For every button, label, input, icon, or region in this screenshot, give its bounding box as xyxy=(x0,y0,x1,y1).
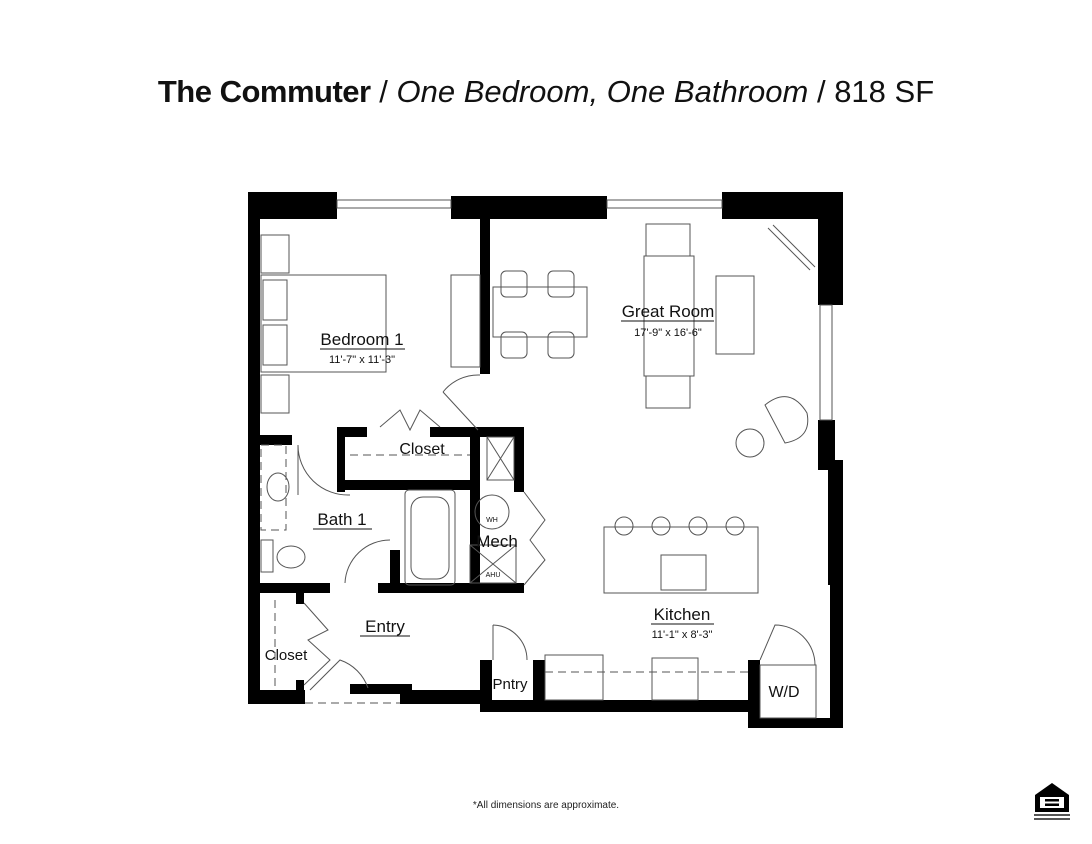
room-label-pantry: Pntry xyxy=(492,676,528,693)
furniture xyxy=(260,223,817,719)
air-handler-label: AHU xyxy=(486,572,501,579)
room-label-closet-entry: Closet xyxy=(265,647,308,664)
room-label-bedroom: Bedroom 1 xyxy=(320,330,403,349)
water-heater-label: WH xyxy=(486,517,498,524)
windows xyxy=(336,199,833,421)
plan-name: The Commuter xyxy=(157,74,371,109)
unit-area: 818 SF xyxy=(834,74,935,109)
title-separator: / xyxy=(816,74,826,109)
room-label-mech: Mech xyxy=(476,532,518,551)
equal-housing-logo-icon xyxy=(1034,783,1070,820)
walls xyxy=(248,192,843,728)
room-label-great-room: Great Room xyxy=(622,302,715,321)
room-label-bath: Bath 1 xyxy=(317,510,366,529)
dimensions-disclaimer: *All dimensions are approximate. xyxy=(472,800,620,811)
room-dims-kitchen: 11'-1" x 8'-3" xyxy=(652,629,713,641)
room-dims-bedroom: 11'-7" x 11'-3" xyxy=(329,354,395,366)
room-dims-great-room: 17'-9" x 16'-6" xyxy=(634,327,702,339)
room-label-washer-dryer: W/D xyxy=(768,684,799,701)
room-label-closet-bedroom: Closet xyxy=(399,441,445,458)
plan-title: The Commuter / One Bedroom, One Bathroom… xyxy=(0,74,1092,110)
room-labels: Bedroom 1 11'-7" x 11'-3" Great Room 17'… xyxy=(265,302,800,701)
unit-type: One Bedroom, One Bathroom xyxy=(396,74,809,109)
doors xyxy=(297,374,816,704)
room-label-entry: Entry xyxy=(365,617,405,636)
room-label-kitchen: Kitchen xyxy=(654,605,711,624)
title-separator: / xyxy=(379,74,388,109)
